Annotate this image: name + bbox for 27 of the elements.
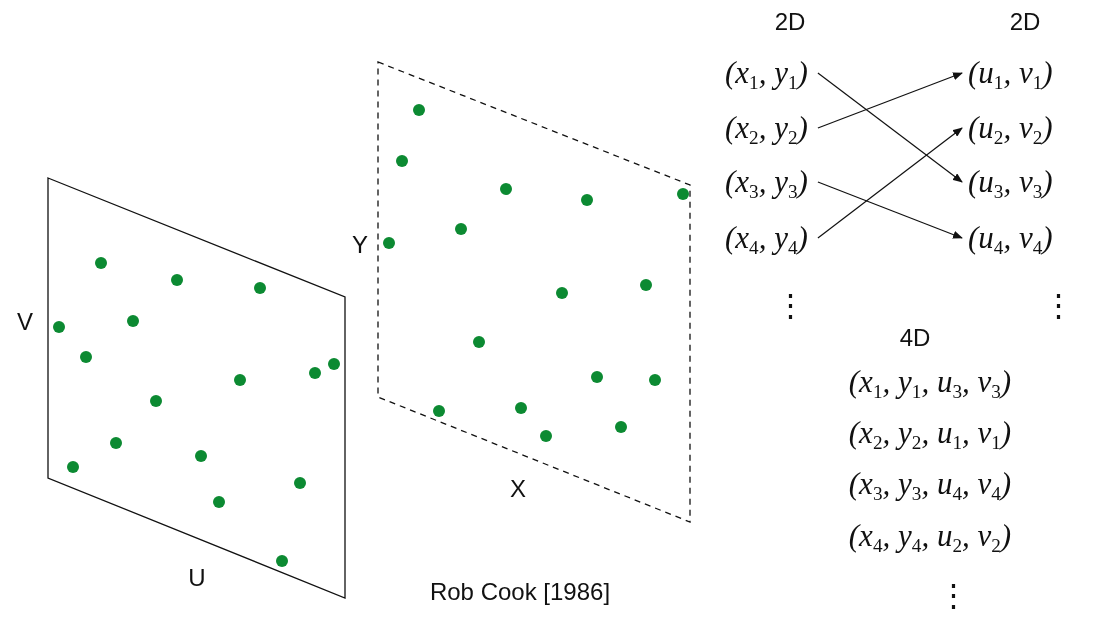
citation: Rob Cook [1986] <box>429 578 611 606</box>
coordinate-pair: (u$_{4}$, v$_{4}$) <box>968 220 1053 256</box>
coordinate-tuple: (x$_{4}$, y$_{4}$, u$_{2}$, v$_{2}$) <box>848 518 1012 554</box>
arrow <box>817 72 963 183</box>
coordinate-pair: (u$_{3}$, v$_{3}$) <box>968 164 1053 200</box>
ellipsis: ⋮ <box>1042 286 1074 324</box>
coordinate-pair: (x$_{2}$, y$_{2}$) <box>725 110 808 146</box>
axis-label: Y <box>352 231 368 259</box>
ellipsis: ⋮ <box>937 576 969 614</box>
coordinate-pair: (x$_{1}$, y$_{1}$) <box>725 55 808 91</box>
arrow <box>817 181 963 239</box>
coordinate-tuple: (x$_{2}$, y$_{2}$, u$_{1}$, v$_{1}$) <box>848 415 1012 451</box>
coordinate-pair: (x$_{3}$, y$_{3}$) <box>725 164 808 200</box>
axis-label: X <box>510 475 526 503</box>
arrow <box>817 72 963 129</box>
heading: 2D <box>774 8 806 36</box>
coordinate-tuple: (x$_{3}$, y$_{3}$, u$_{4}$, v$_{4}$) <box>848 466 1012 502</box>
axis-label: U <box>188 564 206 592</box>
coordinate-pair: (u$_{2}$, v$_{2}$) <box>968 110 1053 146</box>
heading: 2D <box>1009 8 1041 36</box>
coordinate-tuple: (x$_{1}$, y$_{1}$, u$_{3}$, v$_{3}$) <box>848 364 1012 400</box>
heading: 4D <box>899 324 931 352</box>
axis-label: V <box>17 308 33 336</box>
coordinate-pair: (u$_{1}$, v$_{1}$) <box>968 55 1053 91</box>
coordinate-pair: (x$_{4}$, y$_{4}$) <box>725 220 808 256</box>
arrow <box>817 127 963 239</box>
ellipsis: ⋮ <box>774 286 806 324</box>
